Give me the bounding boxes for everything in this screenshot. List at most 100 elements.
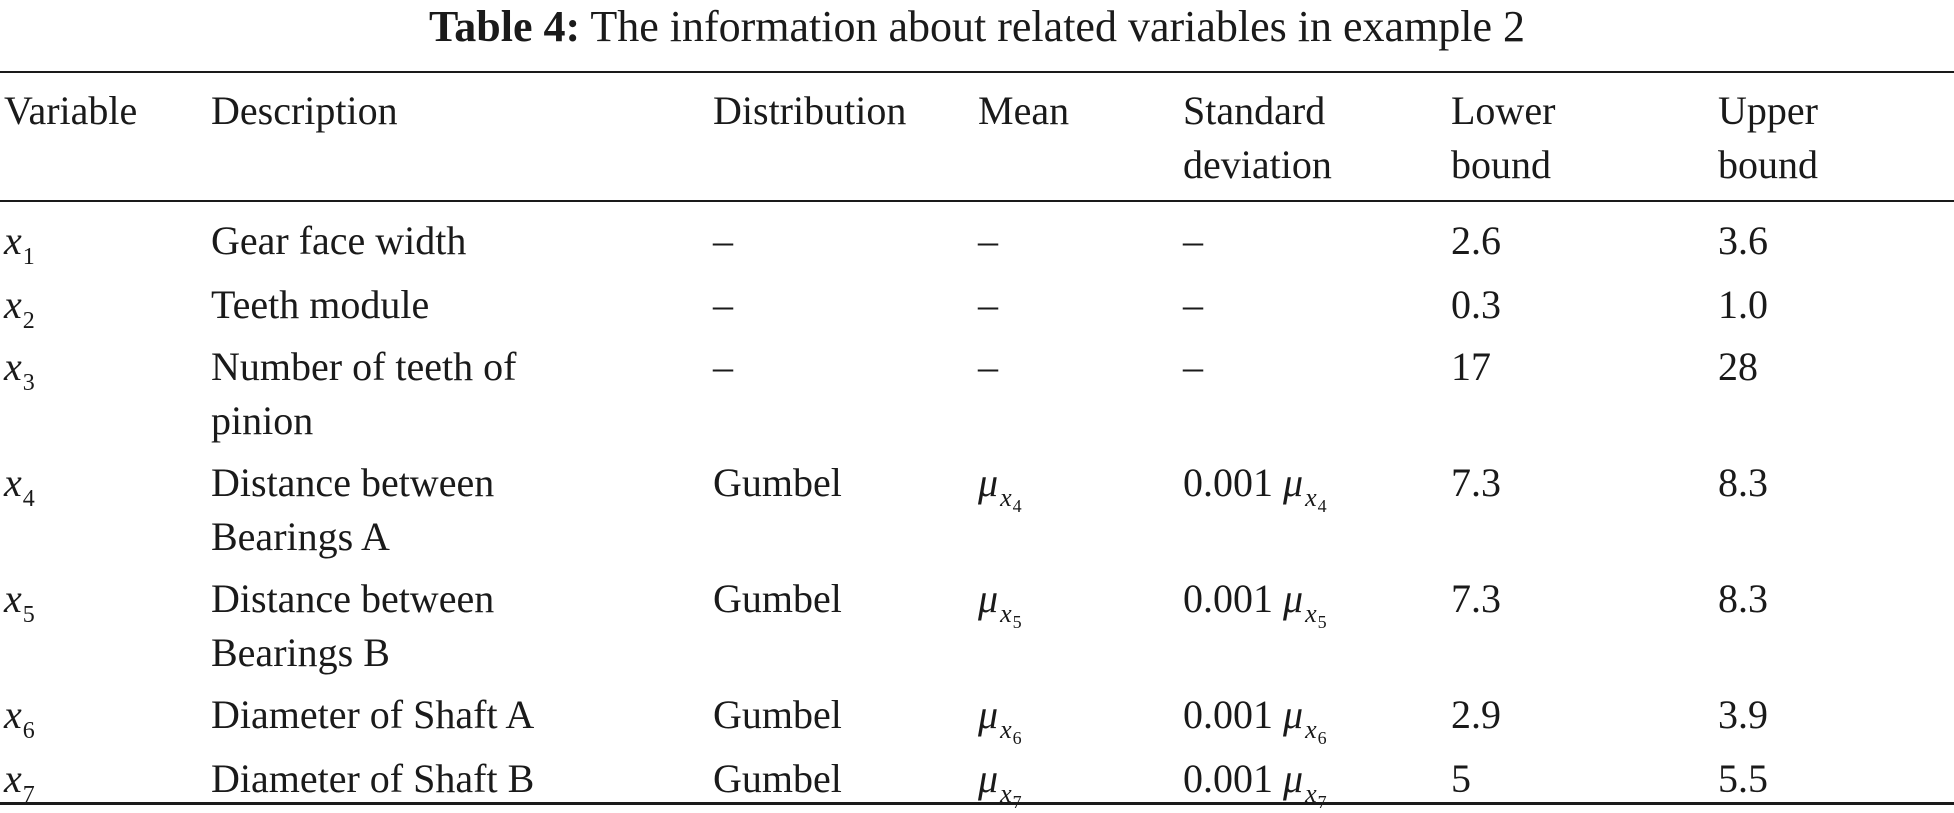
description-cell: Distance between <box>211 576 495 621</box>
variable-cell: x3 <box>4 340 35 400</box>
distribution-cell: Gumbel <box>713 756 842 801</box>
std-dash: – <box>1183 218 1203 263</box>
mean-mu-symbol: μx7 <box>978 756 1022 812</box>
variable-symbol: x <box>4 692 22 737</box>
std-mu-subscript-x: x <box>1305 715 1317 744</box>
mean-mu-subscript-x: x <box>1000 715 1012 744</box>
variable-subscript: 5 <box>22 602 35 628</box>
top-rule <box>0 71 1954 73</box>
header-variable: Variable <box>4 88 138 133</box>
std-coefficient: 0.001 <box>1183 756 1283 801</box>
std-dash: – <box>1183 282 1203 327</box>
mean-mu: μ <box>978 692 999 737</box>
variable-subscript: 7 <box>22 782 35 808</box>
mean-mu-subscript-index: 5 <box>1012 612 1022 632</box>
mean-cell: μx6 <box>978 688 1022 749</box>
variable-symbol: x <box>4 756 22 801</box>
bottom-rule <box>0 802 1954 805</box>
mean-cell: μx4 <box>978 456 1022 517</box>
std-cell: – <box>1183 340 1203 393</box>
variable-cell: x4 <box>4 456 35 516</box>
std-mu: μ <box>1283 576 1304 621</box>
mean-mu-symbol: μx6 <box>978 692 1022 748</box>
std-mu-symbol: μx7 <box>1283 756 1327 812</box>
mean-mu-symbol: μx5 <box>978 576 1022 632</box>
lower-bound-cell: 7.3 <box>1451 460 1501 505</box>
variable-subscript: 1 <box>22 244 35 270</box>
variable-subscript: 4 <box>22 486 35 512</box>
mean-mu: μ <box>978 460 999 505</box>
variable-cell: x2 <box>4 278 35 338</box>
variable-symbol: x <box>4 344 22 389</box>
mean-cell: μx5 <box>978 572 1022 633</box>
std-cell: – <box>1183 214 1203 267</box>
caption-text: The information about related variables … <box>580 2 1526 51</box>
caption-label: Table 4: <box>428 2 581 51</box>
distribution-cell: – <box>713 282 733 327</box>
std-dash: – <box>1183 344 1203 389</box>
mean-mu-subscript-index: 6 <box>1012 728 1022 748</box>
mean-mu-symbol: μx4 <box>978 460 1022 516</box>
mean-mu-subscript-x: x <box>1000 599 1012 628</box>
mean-mu-subscript-var: x6 <box>1000 715 1022 748</box>
mean-mu-subscript-index: 4 <box>1012 496 1022 516</box>
description-cell-line2: pinion <box>211 398 314 443</box>
description-cell: Distance between <box>211 460 495 505</box>
std-coefficient: 0.001 <box>1183 460 1283 505</box>
header-distribution: Distribution <box>713 88 907 133</box>
mean-mu-subscript-x: x <box>1000 779 1012 808</box>
description-cell-line2: Bearings A <box>211 514 390 559</box>
header-lower-line2: bound <box>1451 142 1551 187</box>
table-caption: Table 4: The information about related v… <box>0 2 1954 52</box>
variable-symbol: x <box>4 218 22 263</box>
header-upper-line1: Upper <box>1718 88 1818 133</box>
distribution-cell: Gumbel <box>713 576 842 621</box>
mean-mu: μ <box>978 756 999 801</box>
lower-bound-cell: 17 <box>1451 344 1491 389</box>
mean-cell: – <box>978 278 998 331</box>
lower-bound-cell: 2.6 <box>1451 218 1501 263</box>
variable-symbol: x <box>4 460 22 505</box>
variable-subscript: 3 <box>22 370 35 396</box>
variable-cell: x5 <box>4 572 35 632</box>
upper-bound-cell: 28 <box>1718 344 1758 389</box>
header-description: Description <box>211 88 398 133</box>
std-mu-symbol: μx6 <box>1283 692 1327 748</box>
mean-mu-subscript-x: x <box>1000 483 1012 512</box>
std-mu-symbol: μx5 <box>1283 576 1327 632</box>
header-rule <box>0 200 1954 202</box>
upper-bound-cell: 5.5 <box>1718 756 1768 801</box>
header-std-line2: deviation <box>1183 142 1332 187</box>
std-mu-subscript-x: x <box>1305 599 1317 628</box>
upper-bound-cell: 3.9 <box>1718 692 1768 737</box>
description-cell: Teeth module <box>211 282 430 327</box>
lower-bound-cell: 2.9 <box>1451 692 1501 737</box>
std-coefficient: 0.001 <box>1183 576 1283 621</box>
mean-dash: – <box>978 282 998 327</box>
variable-subscript: 6 <box>22 718 35 744</box>
variable-cell: x1 <box>4 214 35 274</box>
variable-symbol: x <box>4 576 22 621</box>
std-mu-subscript-var: x6 <box>1305 715 1327 748</box>
mean-dash: – <box>978 218 998 263</box>
std-cell: 0.001 μx5 <box>1183 572 1327 633</box>
description-cell: Number of teeth of <box>211 344 517 389</box>
lower-bound-cell: 7.3 <box>1451 576 1501 621</box>
std-mu: μ <box>1283 692 1304 737</box>
lower-bound-cell: 0.3 <box>1451 282 1501 327</box>
std-mu: μ <box>1283 460 1304 505</box>
distribution-cell: – <box>713 344 733 389</box>
std-mu-symbol: μx4 <box>1283 460 1327 516</box>
variable-cell: x7 <box>4 752 35 812</box>
std-cell: 0.001 μx6 <box>1183 688 1327 749</box>
upper-bound-cell: 3.6 <box>1718 218 1768 263</box>
std-mu-subscript-var: x5 <box>1305 599 1327 632</box>
header-std-line1: Standard <box>1183 88 1326 133</box>
variable-subscript: 2 <box>22 308 35 334</box>
header-upper-line2: bound <box>1718 142 1818 187</box>
std-mu-subscript-var: x4 <box>1305 483 1327 516</box>
mean-mu-subscript-var: x4 <box>1000 483 1022 516</box>
mean-dash: – <box>978 344 998 389</box>
std-mu-subscript-index: 4 <box>1317 496 1327 516</box>
std-coefficient: 0.001 <box>1183 692 1283 737</box>
